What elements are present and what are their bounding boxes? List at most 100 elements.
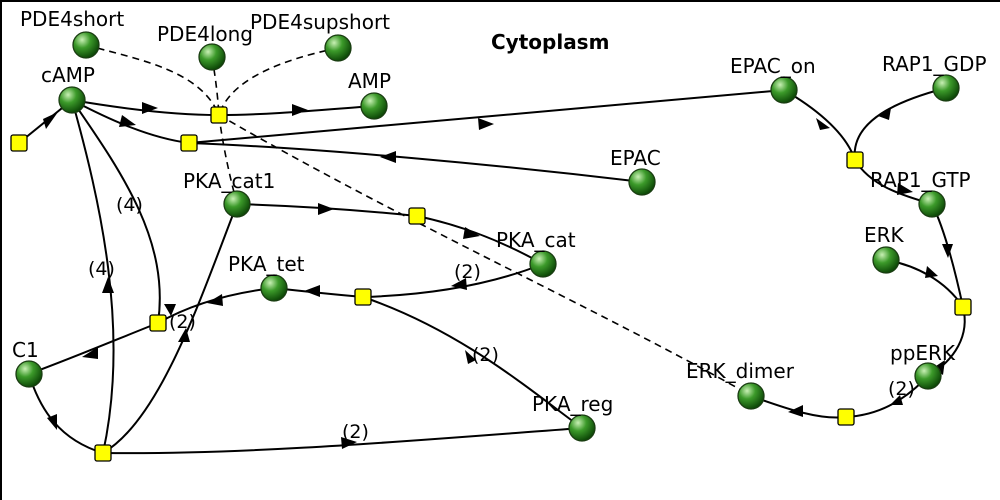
arrowhead xyxy=(788,405,803,417)
edge-r9-pkacat1 xyxy=(102,203,238,454)
arrowhead xyxy=(142,102,158,114)
species-node-epac[interactable] xyxy=(628,168,656,196)
arrowhead xyxy=(102,277,114,293)
label-pka-reg: PKA_reg xyxy=(532,392,613,416)
edge-epac-r2 xyxy=(188,142,643,183)
stoich-label: (2) xyxy=(169,311,196,333)
stoich-label: (2) xyxy=(454,261,481,283)
edge-r9-pkareg xyxy=(102,427,583,455)
label-pperk: ppERK xyxy=(890,341,956,365)
arrowhead xyxy=(43,112,58,129)
edge-pperk-r5 xyxy=(845,375,929,418)
species-node-pka-reg[interactable] xyxy=(568,414,596,442)
label-erk-dimer: ERK_dimer xyxy=(686,359,795,383)
label-c1: C1 xyxy=(12,338,39,362)
reaction-node-erk-phosphorylation[interactable] xyxy=(954,298,972,316)
species-node-pde4long[interactable] xyxy=(198,43,226,71)
species-node-pka-cat1[interactable] xyxy=(223,190,251,218)
compartment-title: Cytoplasm xyxy=(491,30,609,54)
reaction-node-rap1-activation[interactable] xyxy=(846,151,864,169)
edge-camp-r1 xyxy=(71,99,220,116)
arrowhead xyxy=(933,360,945,375)
species-node-c1[interactable] xyxy=(15,360,43,388)
edge-rap1gdp-r3 xyxy=(853,87,947,161)
label-amp: AMP xyxy=(348,69,391,93)
stoich-label: (2) xyxy=(342,421,369,443)
stoich-label: (4) xyxy=(116,194,143,216)
species-node-pka-cat[interactable] xyxy=(529,250,557,278)
species-node-rap1-gtp[interactable] xyxy=(918,190,946,218)
arrowhead xyxy=(119,115,136,127)
edge-camp-r2 xyxy=(71,99,190,144)
label-pde4long: PDE4long xyxy=(157,22,253,46)
arrowhead xyxy=(318,203,334,215)
edge-camp-r8 xyxy=(71,99,161,324)
species-node-pde4short[interactable] xyxy=(72,31,100,59)
arrowhead xyxy=(890,395,903,405)
species-node-pperk[interactable] xyxy=(914,362,942,390)
reaction-node-c1-dissociation[interactable] xyxy=(94,444,112,462)
reaction-node-epac-activation[interactable] xyxy=(180,134,198,152)
arrowheads xyxy=(43,102,953,449)
reaction-node-pka-tet-formation[interactable] xyxy=(354,288,372,306)
species-node-amp[interactable] xyxy=(360,92,388,120)
stoich-label: (2) xyxy=(888,378,915,400)
label-pde4supshort: PDE4supshort xyxy=(250,10,390,34)
species-nodes xyxy=(15,31,960,442)
label-pde4short: PDE4short xyxy=(20,7,124,31)
edge-c1-r9 xyxy=(28,373,104,454)
label-camp: cAMP xyxy=(41,63,95,87)
label-pka-cat: PKA_cat xyxy=(496,228,576,252)
arrowhead xyxy=(942,244,953,258)
arrowhead xyxy=(304,285,320,297)
arrowhead xyxy=(47,414,57,430)
species-node-epac-on[interactable] xyxy=(770,76,798,104)
species-node-pka-tet[interactable] xyxy=(260,274,288,302)
reaction-node-c1-formation[interactable] xyxy=(149,314,167,332)
reaction-node-erk-dimerization[interactable] xyxy=(837,408,855,426)
reaction-node-camp-degradation[interactable] xyxy=(210,106,228,124)
edge-erkdimer-modifier xyxy=(218,114,751,396)
arrowhead xyxy=(178,328,190,342)
label-epac: EPAC xyxy=(610,146,661,170)
arrowhead xyxy=(816,118,830,130)
arrowhead xyxy=(451,278,467,290)
arrowhead xyxy=(380,151,396,163)
species-node-rap1-gdp[interactable] xyxy=(932,74,960,102)
arrowhead xyxy=(164,304,176,316)
arrowhead xyxy=(925,266,938,278)
edge-r9-camp xyxy=(71,99,115,454)
edge-pkacat1-modifier xyxy=(218,114,238,205)
edge-r8-c1 xyxy=(28,322,159,375)
stoich-label: (2) xyxy=(472,344,499,366)
arrowhead xyxy=(478,118,494,130)
edge-pde4supshort-modifier xyxy=(218,47,339,116)
arrowhead xyxy=(878,108,891,120)
label-erk: ERK xyxy=(864,223,905,247)
reaction-edges xyxy=(18,87,966,455)
arrowhead xyxy=(897,183,913,195)
arrowhead xyxy=(341,437,357,449)
species-node-erk-dimer[interactable] xyxy=(737,382,765,410)
species-node-camp[interactable] xyxy=(58,86,86,114)
species-node-pde4supshort[interactable] xyxy=(324,34,352,62)
arrowhead xyxy=(465,350,476,364)
reaction-node-pka-cat-conversion[interactable] xyxy=(408,207,426,225)
label-rap1-gtp: RAP1_GTP xyxy=(870,168,971,192)
label-rap1-gdp: RAP1_GDP xyxy=(882,52,987,76)
edge-pkareg-r7 xyxy=(362,296,583,429)
label-pka-cat1: PKA_cat1 xyxy=(183,169,275,193)
species-node-erk[interactable] xyxy=(872,246,900,274)
reaction-nodes xyxy=(10,106,972,462)
arrowhead xyxy=(82,347,98,359)
arrowhead xyxy=(207,294,223,306)
arrowhead xyxy=(463,227,480,239)
reaction-node-source[interactable] xyxy=(10,134,28,152)
edge-pkacat-r7 xyxy=(362,263,544,298)
stoich-label: (4) xyxy=(88,258,115,280)
stoichiometry-labels: (4) (4) (2) (2) (2) (2) (2) xyxy=(88,194,915,443)
edge-r6-pkacat xyxy=(416,215,544,265)
